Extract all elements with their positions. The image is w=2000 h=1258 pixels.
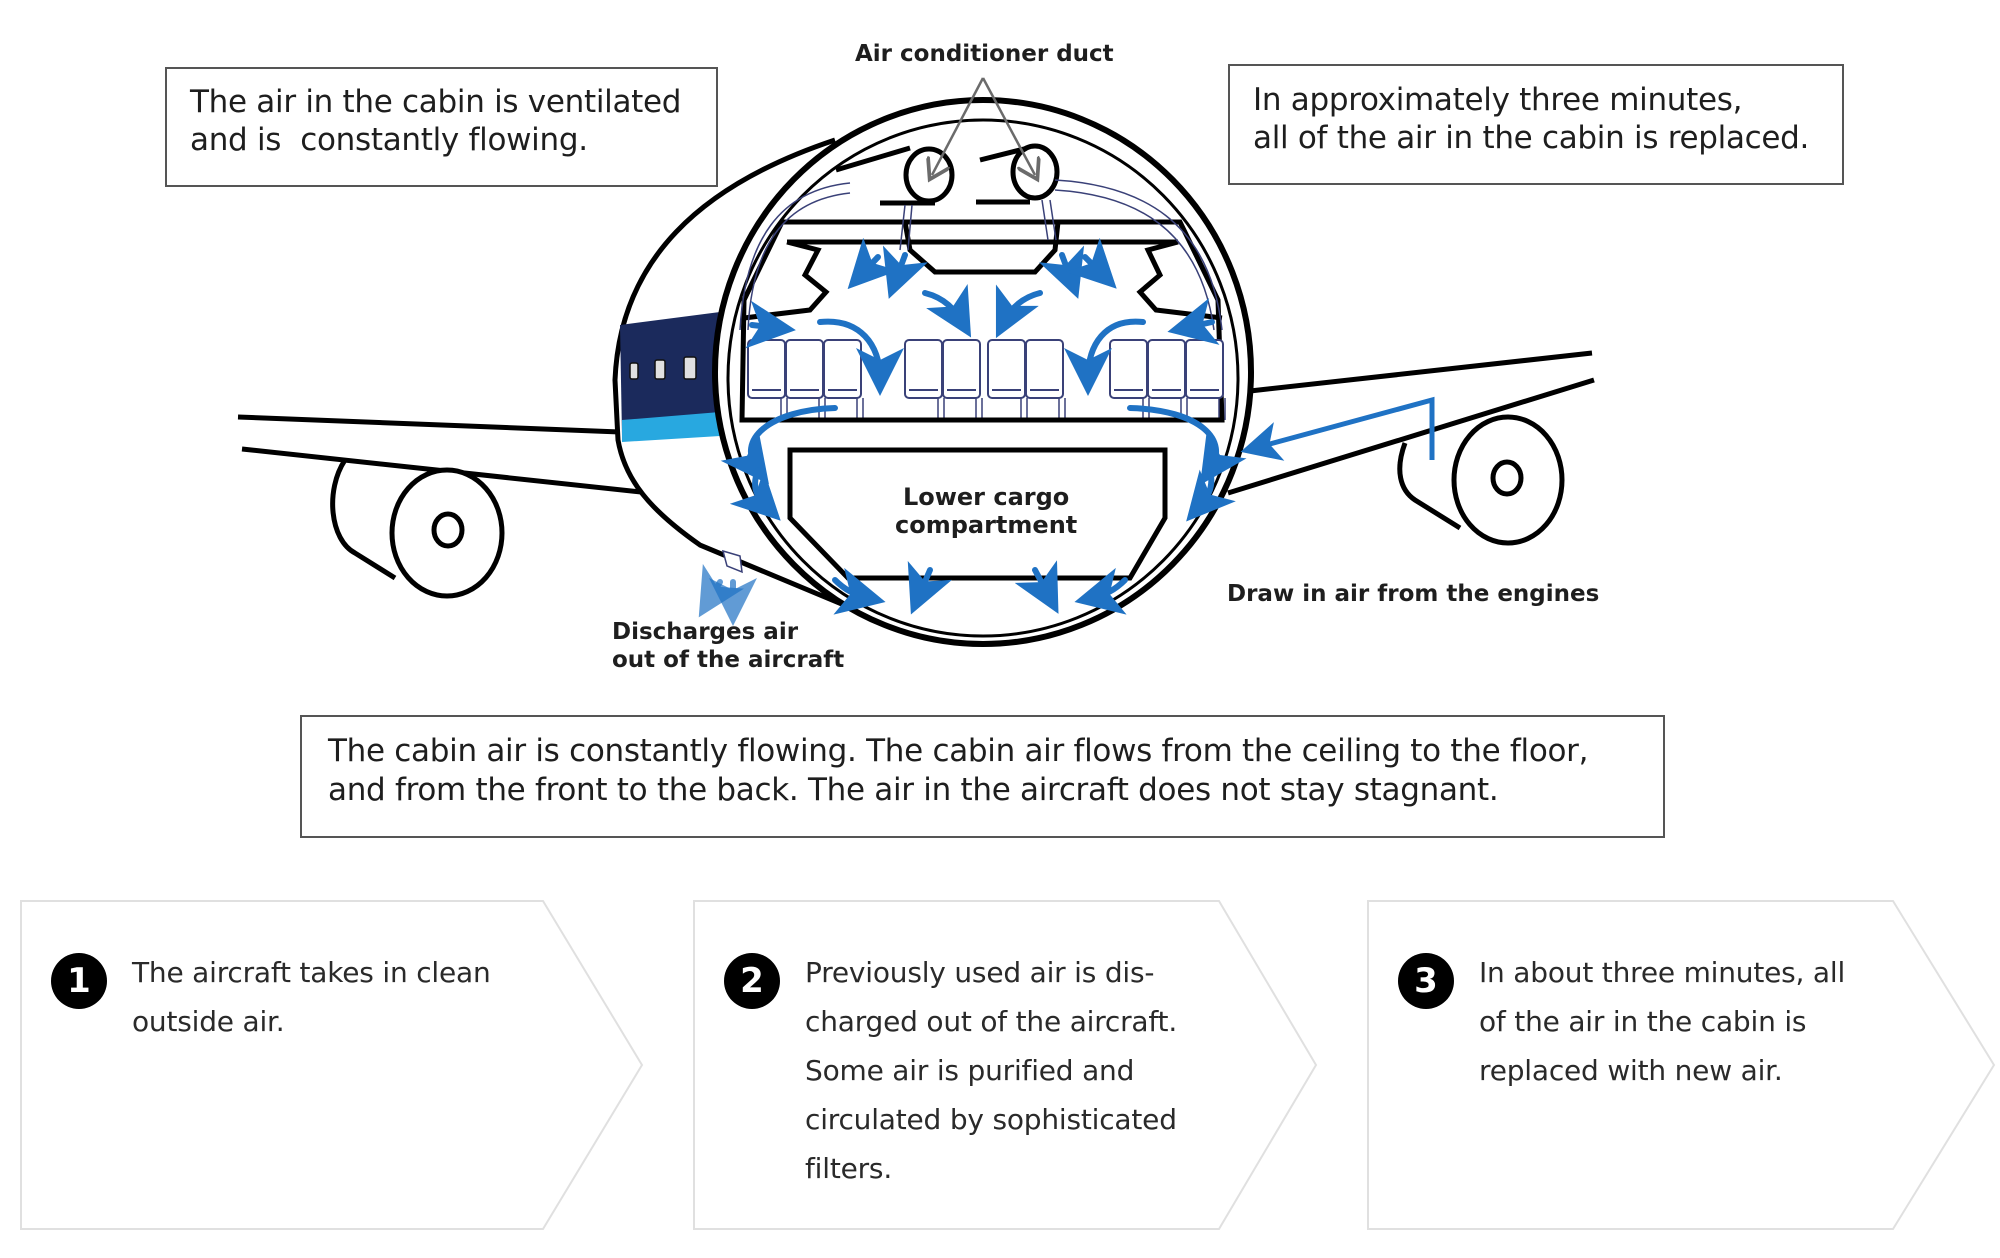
airflow-arrow xyxy=(745,300,796,349)
fuselage-cross-section xyxy=(712,97,1254,647)
airflow-arrow xyxy=(1064,318,1146,396)
label-lower-cargo: Lower cargo compartment xyxy=(895,483,1077,539)
aircraft-airflow-diagram xyxy=(237,77,1595,647)
label-line: out of the aircraft xyxy=(612,647,845,673)
callout-line: The air in the cabin is ventilated xyxy=(190,84,682,120)
airflow-arrow xyxy=(1127,405,1247,485)
step-line: of the air in the cabin is xyxy=(1479,1005,1807,1038)
seat-rows xyxy=(747,339,1226,420)
discharge-arrow xyxy=(698,563,745,618)
step-line: In about three minutes, all xyxy=(1479,956,1846,989)
seat xyxy=(785,339,826,420)
chevron-card-shape xyxy=(20,900,644,1230)
label-line: Discharges air xyxy=(612,619,799,645)
step-text: In about three minutes, all of the air i… xyxy=(1479,948,1919,1095)
chevron-card-shape xyxy=(693,900,1318,1230)
step-number-badge: 1 xyxy=(51,953,107,1009)
airflow-arrow xyxy=(1014,560,1059,614)
step-card-1: 1 The aircraft takes in clean outside ai… xyxy=(20,900,645,1230)
airflow-arrow xyxy=(882,245,928,299)
right-engine xyxy=(1397,414,1565,546)
label-line: Lower cargo xyxy=(902,483,1070,511)
seat xyxy=(1025,339,1066,420)
step-card-3: 3 In about three minutes, all of the air… xyxy=(1367,900,1997,1230)
callout-line: In approximately three minutes, xyxy=(1253,82,1743,118)
duct-piping xyxy=(739,179,1223,331)
step-line: Some air is purified and xyxy=(805,1054,1135,1087)
airflow-arrow xyxy=(922,283,972,338)
airflow-arrow xyxy=(1074,567,1128,615)
step-number-badge: 2 xyxy=(724,953,780,1009)
step-line: filters. xyxy=(805,1152,893,1185)
seat xyxy=(1147,339,1188,420)
left-engine xyxy=(330,458,505,599)
step-card-2: 2 Previously used air is dis- charged ou… xyxy=(693,900,1318,1230)
window-row xyxy=(629,356,697,380)
airflow-arrow xyxy=(995,284,1043,339)
callout-line: and from the front to the back. The air … xyxy=(328,772,1499,808)
chevron-card-shape xyxy=(1367,900,1996,1230)
step-line: The aircraft takes in clean xyxy=(132,956,491,989)
seat xyxy=(942,339,983,420)
airflow-arrow xyxy=(817,318,904,396)
label-air-conditioner-duct: Air conditioner duct xyxy=(855,41,1114,67)
callout-line: and is constantly flowing. xyxy=(190,122,588,158)
right-wing xyxy=(1227,350,1595,496)
callout-line: all of the air in the cabin is replaced. xyxy=(1253,120,1810,156)
seat xyxy=(987,339,1028,420)
airflow-arrow xyxy=(729,467,781,521)
airflow-arrow xyxy=(832,567,886,615)
callout-line: The cabin air is constantly flowing. The… xyxy=(328,733,1589,769)
airflow-arrow xyxy=(1186,467,1236,522)
airflow-arrow xyxy=(720,405,838,485)
label-discharge: Discharges air out of the aircraft xyxy=(612,618,844,674)
step-line: replaced with new air. xyxy=(1479,1054,1783,1087)
label-line: compartment xyxy=(895,511,1078,539)
engine-air-intake-line xyxy=(1240,396,1435,461)
airflow-arrow xyxy=(1167,298,1220,345)
airflow-arrow xyxy=(907,560,952,615)
callout-ventilated: The air in the cabin is ventilated and i… xyxy=(165,67,718,187)
label-engines: Draw in air from the engines xyxy=(1227,581,1600,607)
airflow-arrows xyxy=(698,237,1247,626)
airflow-arrow xyxy=(847,237,899,290)
step-text: The aircraft takes in clean outside air. xyxy=(132,948,572,1046)
callout-constant-flow: The cabin air is constantly flowing. The… xyxy=(300,715,1665,838)
duct-pointer-arrows xyxy=(932,77,1035,175)
seat xyxy=(904,339,945,420)
callout-three-minutes: In approximately three minutes, all of t… xyxy=(1228,64,1844,185)
step-line: circulated by sophisticated xyxy=(805,1103,1177,1136)
step-line: Previously used air is dis- xyxy=(805,956,1155,989)
airflow-arrow xyxy=(1065,237,1117,289)
step-text: Previously used air is dis- charged out … xyxy=(805,948,1245,1193)
step-line: charged out of the aircraft. xyxy=(805,1005,1178,1038)
step-number-badge: 3 xyxy=(1398,953,1454,1009)
step-line: outside air. xyxy=(132,1005,285,1038)
